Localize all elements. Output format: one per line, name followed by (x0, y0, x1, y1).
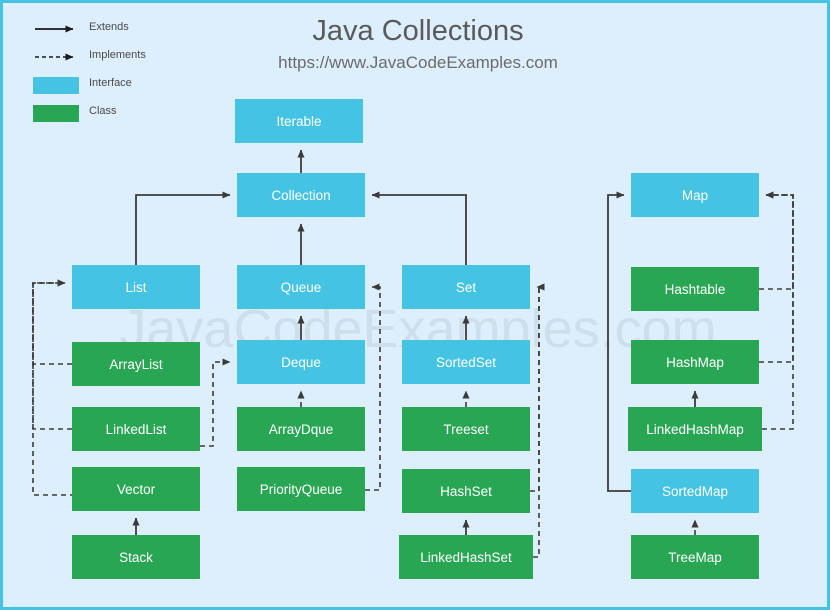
edge-list-collection (135, 191, 231, 265)
edge-hashset-set (530, 283, 545, 492)
node-label: Hashtable (664, 281, 726, 297)
interface-swatch-icon (33, 77, 79, 94)
node-label: Iterable (276, 113, 322, 129)
legend-label-extends: Extends (89, 21, 129, 33)
edge-linkedhashset-set (533, 283, 545, 558)
node-label: Treeset (443, 421, 489, 437)
edge-sortedmap-map (607, 191, 631, 492)
node-label: PriorityQueue (259, 481, 343, 497)
node-label: LinkedHashSet (420, 549, 512, 565)
legend-label-implements: Implements (89, 49, 146, 61)
node-iterable[interactable]: Iterable (235, 99, 363, 143)
node-linkedlist[interactable]: LinkedList (72, 407, 200, 451)
node-sortedmap[interactable]: SortedMap (631, 469, 759, 513)
legend-label-interface: Interface (89, 77, 132, 89)
node-label: TreeMap (668, 549, 722, 565)
dashed-arrow-icon (35, 53, 74, 61)
node-label: LinkedHashMap (646, 421, 744, 437)
node-label: HashMap (666, 354, 724, 370)
node-label: Collection (271, 187, 331, 203)
node-stack[interactable]: Stack (72, 535, 200, 579)
node-label: ArrayList (109, 356, 163, 372)
node-treeset[interactable]: Treeset (402, 407, 530, 451)
node-treemap[interactable]: TreeMap (631, 535, 759, 579)
class-swatch-icon (33, 105, 79, 122)
edge-hashmap-map (759, 191, 794, 363)
node-label: Stack (119, 549, 153, 565)
node-label: LinkedList (105, 421, 167, 437)
node-arraydque[interactable]: ArrayDque (237, 407, 365, 451)
node-label: Vector (116, 481, 156, 497)
node-label: SortedMap (661, 483, 729, 499)
node-priorityqueue[interactable]: PriorityQueue (237, 467, 365, 511)
edge-priorityqueue-queue (365, 283, 381, 491)
node-label: Set (455, 279, 477, 295)
node-linkedhashset[interactable]: LinkedHashSet (399, 535, 533, 579)
node-label: SortedSet (435, 354, 497, 370)
node-map[interactable]: Map (631, 173, 759, 217)
node-arraylist[interactable]: ArrayList (72, 342, 200, 386)
node-label: List (125, 279, 147, 295)
node-deque[interactable]: Deque (237, 340, 365, 384)
edge-linkedlist-deque (200, 358, 231, 447)
page-subtitle: https://www.JavaCodeExamples.com (278, 53, 558, 72)
node-linkedhashmap[interactable]: LinkedHashMap (628, 407, 762, 451)
node-label: ArrayDque (268, 421, 334, 437)
node-vector[interactable]: Vector (72, 467, 200, 511)
node-label: Deque (281, 354, 321, 370)
node-label: Queue (280, 279, 322, 295)
node-hashset[interactable]: HashSet (402, 469, 530, 513)
node-hashtable[interactable]: Hashtable (631, 267, 759, 311)
page-title: Java Collections (312, 15, 524, 47)
node-hashmap[interactable]: HashMap (631, 340, 759, 384)
node-set[interactable]: Set (402, 265, 530, 309)
edge-hashtable-map (759, 191, 794, 290)
node-queue[interactable]: Queue (237, 265, 365, 309)
edge-set-collection (371, 191, 467, 265)
node-label: HashSet (440, 483, 492, 499)
node-collection[interactable]: Collection (237, 173, 365, 217)
node-sortedset[interactable]: SortedSet (402, 340, 530, 384)
node-label: Map (681, 187, 709, 203)
edge-arraylist-list (32, 279, 72, 365)
solid-arrow-icon (35, 25, 74, 33)
node-list[interactable]: List (72, 265, 200, 309)
edge-linkedhashmap-map (762, 191, 794, 430)
legend-label-class: Class (89, 105, 117, 117)
edge-linkedlist-list (32, 279, 72, 430)
